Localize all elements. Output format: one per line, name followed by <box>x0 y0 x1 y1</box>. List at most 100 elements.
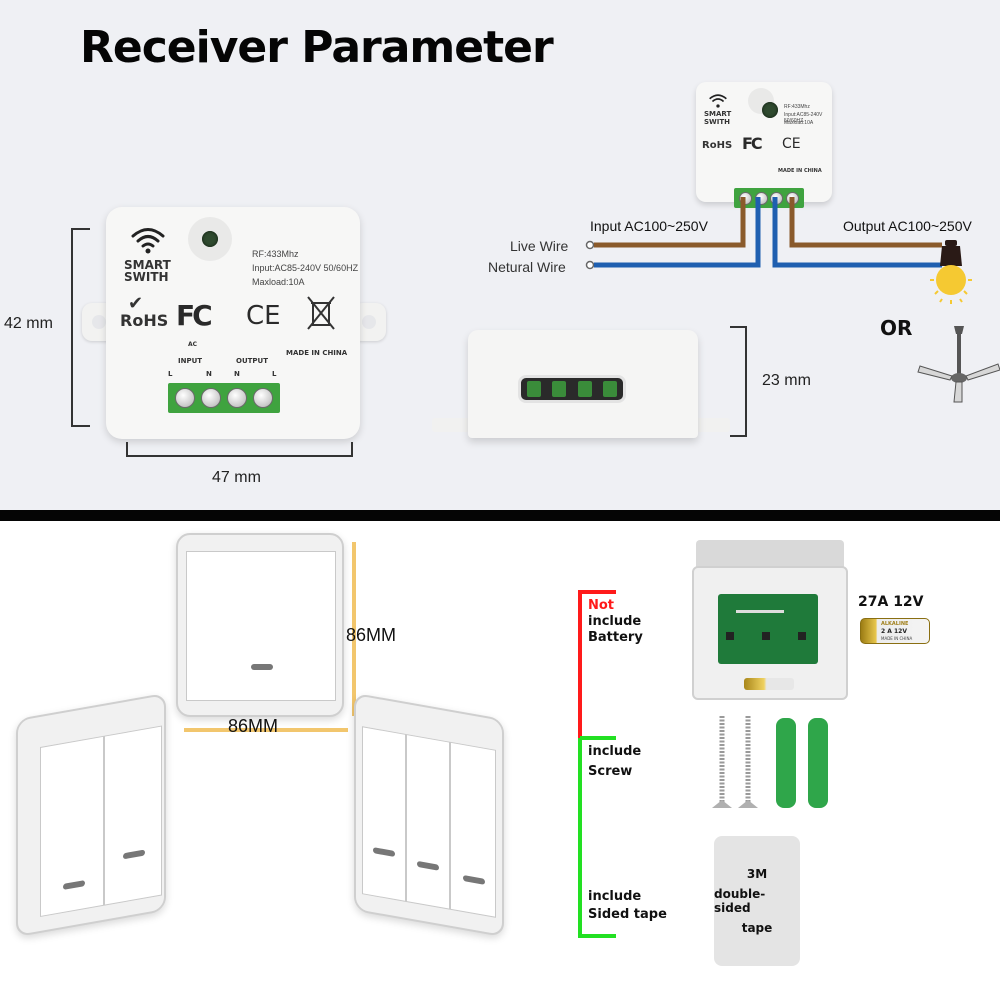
terminal-pin <box>577 381 592 397</box>
brand-label-line1: SMART <box>704 110 732 118</box>
indicator-led <box>63 880 85 890</box>
bulb-icon <box>930 240 972 304</box>
terminal-pin <box>526 381 541 397</box>
terminal-screw <box>201 388 221 408</box>
battery-27a-12v: ALKALINE 2 A 12V MADE IN CHINA <box>860 618 930 644</box>
spec-input: Input:AC85-240V 50/60HZ <box>784 112 823 124</box>
ac-label: AC <box>188 341 198 348</box>
brand-label-line2: SWITH <box>124 270 169 284</box>
double-gang-switch <box>16 692 166 938</box>
ce-mark: CE <box>782 136 801 152</box>
included-screw-line2: Screw <box>588 764 633 779</box>
page-title: Receiver Parameter <box>80 22 554 73</box>
battery-print-model: 2 A 12V <box>881 628 907 635</box>
included-tape-line2: Sided tape <box>588 907 667 922</box>
included-tape-line1: include <box>588 889 642 904</box>
live-wire-output <box>789 197 942 248</box>
or-label: OR <box>880 316 913 340</box>
indicator-led <box>417 860 439 871</box>
fc-mark: FC <box>742 134 763 153</box>
output-label: OUTPUT <box>236 357 268 365</box>
single-gang-switch <box>176 533 344 717</box>
switch-key <box>362 726 406 902</box>
neutral-terminal-point <box>585 260 595 270</box>
not-word: Not <box>588 598 615 613</box>
width-86mm-label: 86MM <box>228 716 279 736</box>
included-tape-note: include Sided tape <box>588 888 667 924</box>
switch-key <box>104 725 162 906</box>
pairing-button <box>188 217 232 261</box>
switch-key <box>406 733 450 910</box>
receiver-front-view: SMART SWITH RF:433Mhz Input:AC85-240V 50… <box>106 207 360 439</box>
side-ear-right <box>696 418 730 432</box>
section-divider <box>0 510 1000 521</box>
indicator-led <box>463 874 485 885</box>
input-voltage-label: Input AC100~250V <box>590 218 708 234</box>
battery-print-brand: ALKALINE <box>881 621 909 627</box>
dimension-lines-86mm <box>184 542 356 732</box>
spec-rf: RF:433Mhz <box>252 249 299 259</box>
pcb-button <box>798 632 806 640</box>
terminal-screw <box>227 388 247 408</box>
package-brackets <box>578 590 616 938</box>
not-included-line3: Battery <box>588 630 643 645</box>
screw-icon <box>738 716 758 808</box>
switch-key <box>186 551 336 701</box>
pcb-button <box>726 632 734 640</box>
not-included-line2: include <box>588 614 642 629</box>
pcb-antenna-slot <box>736 610 784 613</box>
checkmark-icon: ✔ <box>128 293 144 314</box>
depth-dimension-bracket <box>730 326 747 437</box>
live-wire-input <box>594 197 746 248</box>
height-86mm-label: 86MM <box>346 625 397 645</box>
terminal-label-4: L <box>272 370 277 378</box>
ceiling-fan-icon <box>917 326 1000 403</box>
fc-mark: FC <box>176 299 213 332</box>
side-terminal-slot <box>518 375 626 403</box>
terminal-screw <box>175 388 195 408</box>
wall-anchor-icon <box>808 718 828 808</box>
made-in-label: MADE IN CHINA <box>778 168 822 174</box>
terminal-pin <box>552 381 567 397</box>
width-dimension-label: 47 mm <box>212 469 261 486</box>
wifi-icon <box>709 94 727 108</box>
spec-rf: RF:433Mhz <box>784 104 810 110</box>
switch-key <box>40 735 104 917</box>
live-wire-label: Live Wire <box>510 238 569 254</box>
neutral-wire-output <box>772 197 942 268</box>
receiver-wiring-view: SMART SWITH RF:433Mhz Input:AC85-240V 50… <box>696 82 832 202</box>
height-dimension-bracket <box>71 228 90 427</box>
rohs-mark: RoHS <box>120 311 169 330</box>
wifi-icon <box>131 228 165 254</box>
tape-line3: tape <box>741 921 773 935</box>
transmitter-lid <box>696 540 844 570</box>
wall-anchor-icon <box>776 718 796 808</box>
terminal-label-3: N <box>234 370 240 378</box>
width-dimension-bracket <box>126 442 353 457</box>
rohs-mark: RoHS <box>702 140 733 151</box>
switch-key <box>450 741 496 918</box>
screw-icon <box>712 716 732 808</box>
receiver-side-view <box>468 330 698 438</box>
live-terminal-point <box>585 240 595 250</box>
included-screw-note: include Screw <box>588 742 641 782</box>
brand-label-line2: SWITH <box>704 118 731 126</box>
screws-and-anchors <box>712 716 828 808</box>
brand-label-line1: SMART <box>124 258 171 272</box>
ce-mark: CE <box>246 301 281 331</box>
transmitter-open-housing <box>692 566 848 700</box>
included-bracket <box>578 736 616 938</box>
made-in-label: MADE IN CHINA <box>286 349 348 357</box>
terminal-block <box>168 383 280 413</box>
terminal-pin <box>603 381 618 397</box>
wiring-lines <box>585 197 942 270</box>
pcb-button <box>762 632 770 640</box>
output-voltage-label: Output AC100~250V <box>843 218 972 234</box>
battery-type-label: 27A 12V <box>858 594 924 610</box>
not-included-bracket <box>578 590 616 738</box>
neutral-wire-input <box>594 197 761 268</box>
indicator-led <box>123 849 145 860</box>
spec-maxload: Maxload:10A <box>784 120 814 126</box>
terminal-block <box>734 188 804 208</box>
indicator-led <box>251 664 273 670</box>
